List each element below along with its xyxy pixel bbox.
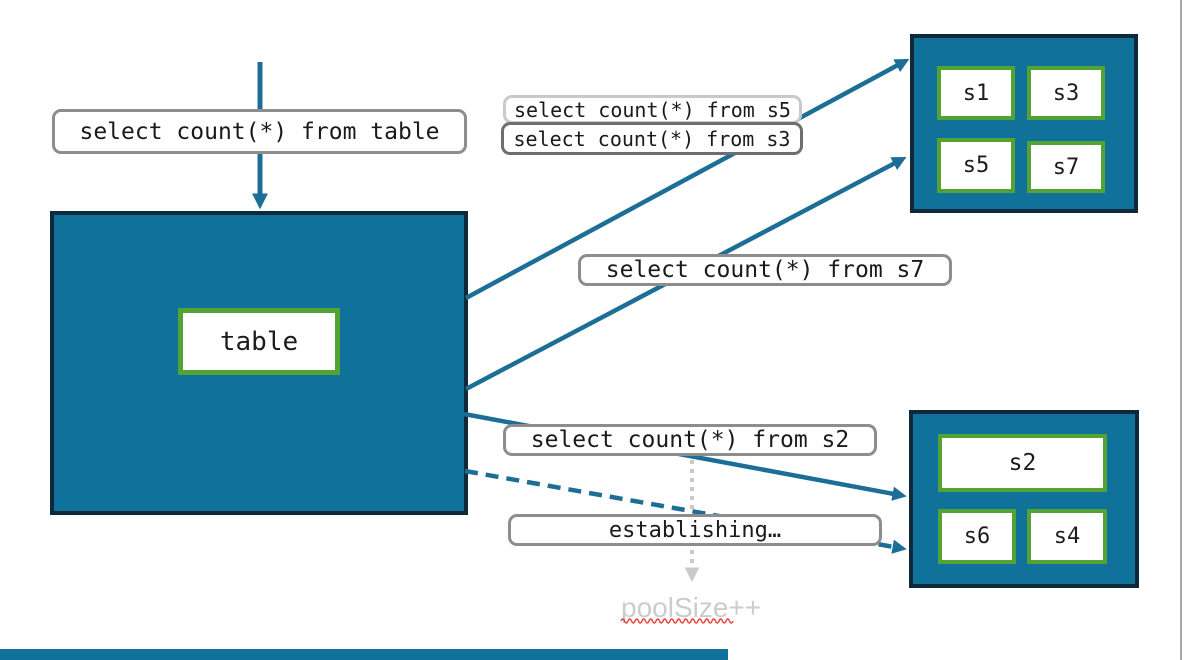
callout-query-s5-text: select count(*) from s5 (514, 97, 791, 122)
callout-query-s2: select count(*) from s2 (503, 424, 877, 456)
shard-group-bottom: s2 s6 s4 (909, 410, 1139, 588)
shard-s5-label: s5 (962, 153, 990, 178)
shard-s3: s3 (1027, 66, 1105, 120)
shard-s4: s4 (1027, 509, 1107, 564)
shard-s5: s5 (937, 138, 1015, 193)
callout-query-s3: select count(*) from s3 (501, 122, 803, 155)
shard-s3-label: s3 (1052, 80, 1080, 106)
callout-query-s2-text: select count(*) from s2 (530, 427, 850, 453)
shard-s7-label: s7 (1052, 154, 1080, 180)
slide-bottom-accent-bar (0, 649, 728, 660)
slide-right-edge (1180, 0, 1182, 660)
callout-query-s7: select count(*) from s7 (578, 254, 952, 286)
shard-s2: s2 (938, 434, 1107, 492)
table-node-label: table (219, 326, 299, 357)
callout-query-s5: select count(*) from s5 (503, 95, 802, 124)
shard-s6: s6 (938, 509, 1016, 564)
shard-s4-label: s4 (1053, 524, 1081, 549)
shard-s6-label: s6 (963, 524, 991, 549)
callout-query-s3-text: select count(*) from s3 (513, 126, 791, 151)
callout-query-table-text: select count(*) from table (79, 118, 440, 145)
shard-s1: s1 (937, 66, 1015, 120)
poolsize-caption: poolSize++ (621, 592, 762, 623)
spellcheck-squiggle (620, 618, 734, 624)
callout-establishing-text: establishing… (608, 517, 782, 543)
callout-query-s7-text: select count(*) from s7 (605, 257, 925, 283)
shard-s2-label: s2 (1008, 450, 1037, 476)
table-node-label-box: table (178, 308, 340, 375)
table-node: table (50, 211, 468, 515)
callout-query-table: select count(*) from table (52, 109, 467, 154)
callout-establishing: establishing… (508, 514, 882, 546)
shard-s1-label: s1 (962, 80, 990, 106)
shard-group-top: s1 s3 s5 s7 (910, 34, 1138, 213)
shard-s7: s7 (1027, 141, 1105, 193)
